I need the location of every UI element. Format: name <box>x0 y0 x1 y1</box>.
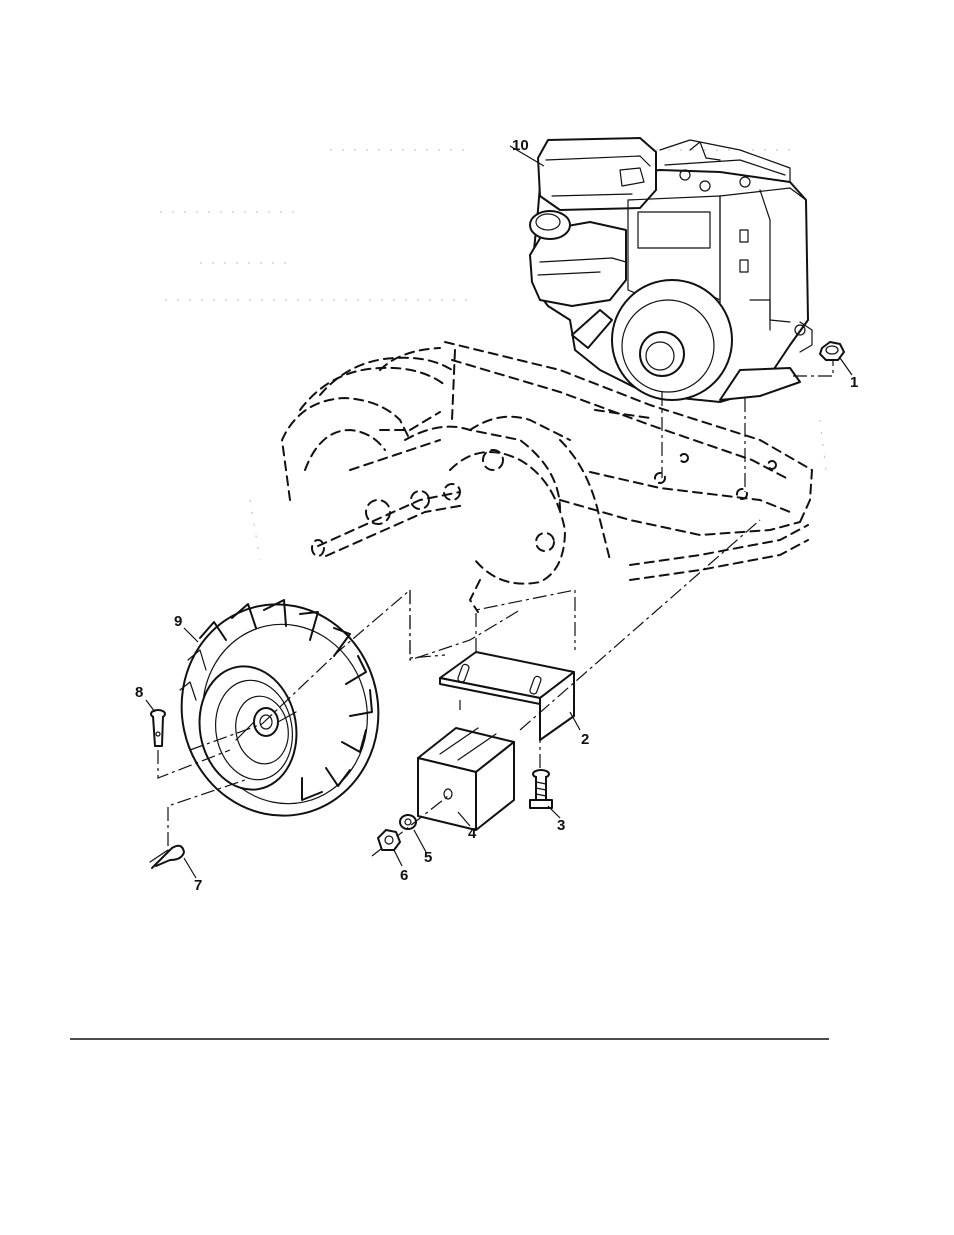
callout-8: 8 <box>135 684 143 701</box>
callout-10: 10 <box>512 137 529 154</box>
lock-washer <box>400 815 416 829</box>
callout-9: 9 <box>174 613 182 630</box>
hairpin-cotter <box>150 846 184 868</box>
bracket-guide <box>476 590 575 652</box>
callout-3: 3 <box>557 817 565 834</box>
bracket-guide <box>410 590 445 658</box>
carriage-bolt <box>530 770 552 808</box>
callout-6: 6 <box>400 867 408 884</box>
flange-nut <box>820 342 844 360</box>
engine <box>530 138 812 402</box>
callout-5: 5 <box>424 849 432 866</box>
callout-1: 1 <box>850 374 858 391</box>
callout-4: 4 <box>468 825 477 842</box>
mounting-bracket <box>440 652 574 740</box>
hex-nut <box>378 830 400 850</box>
tire-and-wheel <box>162 586 398 834</box>
clevis-pin <box>151 710 165 746</box>
weight-block <box>418 728 514 830</box>
callout-2: 2 <box>581 731 589 748</box>
callout-7: 7 <box>194 877 202 894</box>
